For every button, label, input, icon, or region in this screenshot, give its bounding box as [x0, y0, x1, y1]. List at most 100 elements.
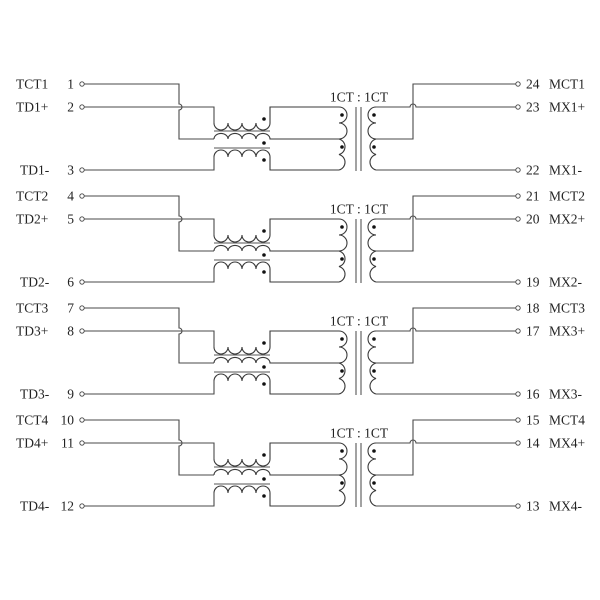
- pin-number-label: 19: [526, 275, 540, 290]
- wire-plus-left: [84, 442, 215, 459]
- polarity-dot-icon: [262, 270, 266, 274]
- pin-number-label: 13: [526, 499, 540, 514]
- choke-winding-middle: [213, 356, 339, 364]
- pin-name-label: MX4-: [549, 499, 583, 514]
- terminal-icon: [515, 440, 521, 446]
- wire-minus-left: [84, 381, 215, 395]
- polarity-dot-icon: [372, 145, 376, 149]
- pin-number-label: 12: [61, 499, 75, 514]
- choke-winding-top: [213, 442, 339, 467]
- terminal-icon: [79, 81, 85, 87]
- wire-minus-left: [84, 269, 215, 283]
- turns-ratio-label: 1CT : 1CT: [330, 426, 389, 441]
- polarity-dot-icon: [262, 253, 266, 257]
- pin-name-label: TD1-: [20, 163, 50, 178]
- turns-ratio-label: 1CT : 1CT: [330, 90, 389, 105]
- pin-number-label: 16: [526, 387, 540, 402]
- pin-number-label: 9: [67, 387, 74, 402]
- transformer-primary-coil: [338, 218, 348, 283]
- polarity-dot-icon: [262, 494, 266, 498]
- pin-name-label: TCT3: [16, 301, 48, 316]
- pin-name-label: MX4+: [549, 436, 585, 451]
- polarity-dot-icon: [372, 113, 376, 117]
- transformer-secondary-coil: [367, 218, 377, 283]
- polarity-dot-icon: [262, 365, 266, 369]
- pin-number-label: 18: [526, 301, 540, 316]
- terminal-icon: [515, 167, 521, 173]
- terminal-icon: [515, 104, 521, 110]
- choke-winding-top: [213, 106, 339, 131]
- terminal-icon: [515, 279, 521, 285]
- wire-plus-right: [376, 103, 516, 108]
- wire-center-tap-left: [84, 307, 214, 364]
- polarity-dot-icon: [372, 481, 376, 485]
- polarity-dot-icon: [340, 337, 344, 341]
- terminal-icon: [79, 305, 85, 311]
- choke-winding-bottom: [213, 485, 339, 507]
- pin-number-label: 10: [61, 413, 75, 428]
- choke-winding-bottom: [213, 149, 339, 171]
- transformer-secondary-coil: [367, 330, 377, 395]
- polarity-dot-icon: [262, 158, 266, 162]
- polarity-dot-icon: [262, 477, 266, 481]
- terminal-icon: [79, 440, 85, 446]
- polarity-dot-icon: [262, 453, 266, 457]
- wire-plus-left: [84, 330, 215, 347]
- polarity-dot-icon: [262, 117, 266, 121]
- pin-name-label: TCT4: [16, 413, 48, 428]
- polarity-dot-icon: [340, 145, 344, 149]
- polarity-dot-icon: [340, 449, 344, 453]
- wire-center-tap-left: [84, 195, 214, 252]
- polarity-dot-icon: [262, 382, 266, 386]
- terminal-icon: [515, 193, 521, 199]
- pin-name-label: MX1-: [549, 163, 583, 178]
- polarity-dot-icon: [262, 141, 266, 145]
- choke-winding-middle: [213, 132, 339, 140]
- pin-name-label: MCT1: [549, 77, 585, 92]
- wire-plus-left: [84, 218, 215, 235]
- pin-name-label: TD2+: [16, 212, 48, 227]
- pin-number-label: 17: [526, 324, 540, 339]
- pin-name-label: MX1+: [549, 100, 585, 115]
- polarity-dot-icon: [340, 113, 344, 117]
- wire-center-tap-left: [84, 83, 214, 140]
- choke-winding-top: [213, 218, 339, 243]
- transformer-primary-coil: [338, 330, 348, 395]
- pin-number-label: 1: [67, 77, 74, 92]
- pin-name-label: MX3+: [549, 324, 585, 339]
- pin-name-label: TCT1: [16, 77, 48, 92]
- pin-name-label: MCT2: [549, 189, 585, 204]
- pin-name-label: MX2+: [549, 212, 585, 227]
- terminal-icon: [79, 104, 85, 110]
- transformer-primary-coil: [338, 106, 348, 171]
- wire-minus-left: [84, 493, 215, 507]
- wire-plus-right: [376, 439, 516, 444]
- terminal-icon: [515, 216, 521, 222]
- terminal-icon: [79, 193, 85, 199]
- transformer-secondary-coil: [367, 106, 377, 171]
- choke-winding-middle: [213, 244, 339, 252]
- choke-winding-bottom: [213, 261, 339, 283]
- pin-number-label: 24: [526, 77, 540, 92]
- polarity-dot-icon: [262, 229, 266, 233]
- terminal-icon: [515, 81, 521, 87]
- pin-number-label: 20: [526, 212, 540, 227]
- wire-center-tap-left: [84, 419, 214, 476]
- pin-number-label: 11: [61, 436, 74, 451]
- pin-number-label: 23: [526, 100, 540, 115]
- pin-name-label: TD4-: [20, 499, 50, 514]
- pin-name-label: MX3-: [549, 387, 583, 402]
- pin-number-label: 14: [526, 436, 540, 451]
- terminal-icon: [79, 328, 85, 334]
- pin-name-label: TD3-: [20, 387, 50, 402]
- wire-center-tap-right: [376, 195, 516, 252]
- choke-winding-middle: [213, 468, 339, 476]
- pin-number-label: 6: [67, 275, 74, 290]
- pin-name-label: TCT2: [16, 189, 48, 204]
- pin-name-label: TD2-: [20, 275, 50, 290]
- polarity-dot-icon: [372, 337, 376, 341]
- polarity-dot-icon: [262, 341, 266, 345]
